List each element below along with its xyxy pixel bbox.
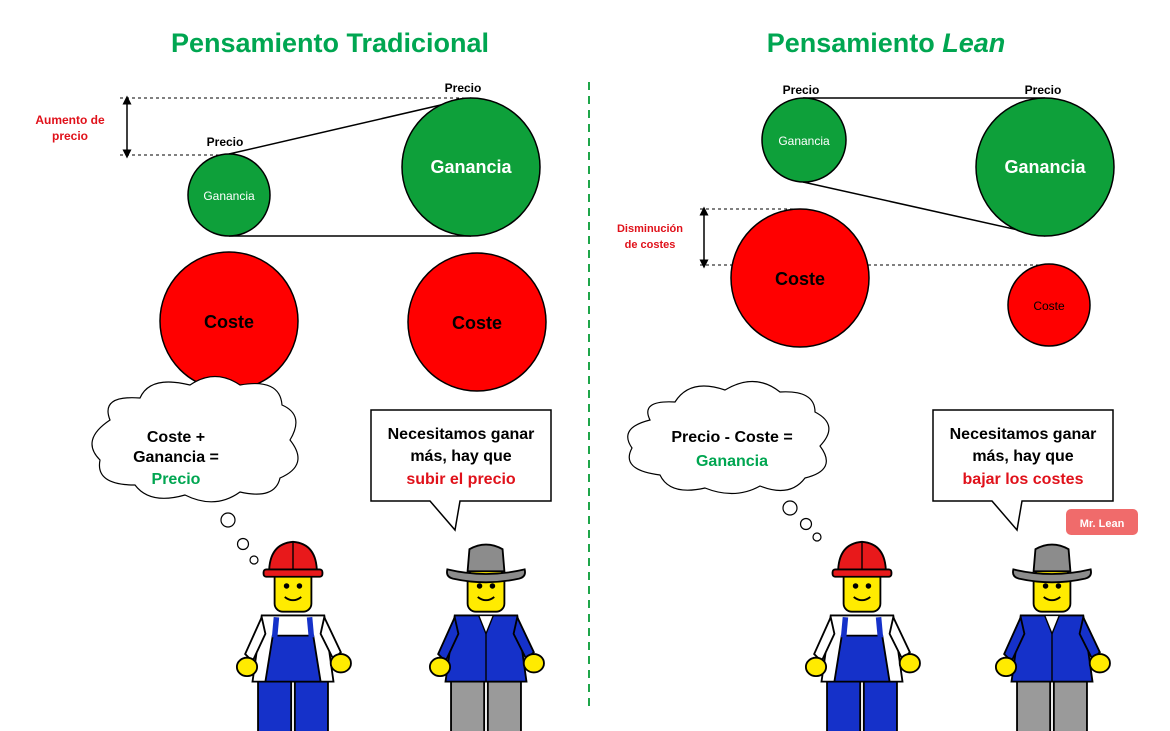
left-big-profit-circle <box>401 97 541 237</box>
left-small-price-label: Precio <box>207 135 244 149</box>
left-thought-line3: Precio <box>152 471 201 488</box>
right-manager-figure <box>994 543 1111 731</box>
right-title: Pensamiento Lean <box>767 28 1006 58</box>
right-speech-line3: bajar los costes <box>963 471 1084 488</box>
left-cost-label-2: Coste <box>452 313 502 333</box>
right-big-profit-label: Ganancia <box>1004 157 1086 177</box>
left-title: Pensamiento Tradicional <box>171 28 489 58</box>
right-thought-cloud <box>627 380 830 542</box>
left-annotation-line2: precio <box>52 129 88 143</box>
right-thought-line2: Ganancia <box>696 453 768 470</box>
left-manager-figure <box>428 543 545 731</box>
right-big-profit-circle <box>975 97 1115 237</box>
left-speech-line1: Necesitamos ganar <box>388 426 535 443</box>
right-speech-bubble <box>932 409 1114 532</box>
left-speech-bubble <box>370 409 552 532</box>
left-cost-label-1: Coste <box>204 312 254 332</box>
right-annotation-line2: de costes <box>625 239 676 251</box>
right-small-price-label: Precio <box>783 83 820 97</box>
mr-lean-badge <box>1066 509 1138 535</box>
left-speech-line2: más, hay que <box>410 448 511 465</box>
right-worker-figure <box>806 542 920 731</box>
right-panel: Pensamiento Lean Precio Ganancia Precio … <box>617 28 1138 731</box>
right-speech-line2: más, hay que <box>972 448 1073 465</box>
left-top-connector <box>228 97 472 155</box>
left-panel: Pensamiento Tradicional Aumento de preci… <box>35 28 552 731</box>
right-speech-line1: Necesitamos ganar <box>950 426 1097 443</box>
left-small-profit-circle <box>187 153 271 237</box>
right-small-cost-label: Coste <box>1033 299 1065 313</box>
left-big-price-label: Precio <box>445 81 482 95</box>
left-annotation-line1: Aumento de <box>35 113 105 127</box>
left-cost-circle-2 <box>407 252 547 392</box>
right-small-profit-circle <box>761 97 847 183</box>
right-small-cost-circle <box>1007 263 1091 347</box>
left-thought-line1: Coste + <box>147 429 205 446</box>
left-thought-line2: Ganancia = <box>133 449 219 466</box>
mr-lean-badge-label: Mr. Lean <box>1080 518 1125 530</box>
right-big-cost-circle <box>730 208 870 348</box>
left-thought-cloud <box>91 375 299 565</box>
left-big-profit-label: Ganancia <box>430 157 512 177</box>
right-small-profit-label: Ganancia <box>778 134 830 148</box>
left-worker-figure <box>237 542 351 731</box>
right-annotation-line1: Disminución <box>617 223 683 235</box>
left-speech-line3: subir el precio <box>406 471 516 488</box>
left-small-profit-label: Ganancia <box>203 189 255 203</box>
right-big-cost-label: Coste <box>775 269 825 289</box>
right-big-price-label: Precio <box>1025 83 1062 97</box>
right-thought-line1: Precio - Coste = <box>671 429 792 446</box>
right-mid-connector <box>802 181 1046 237</box>
